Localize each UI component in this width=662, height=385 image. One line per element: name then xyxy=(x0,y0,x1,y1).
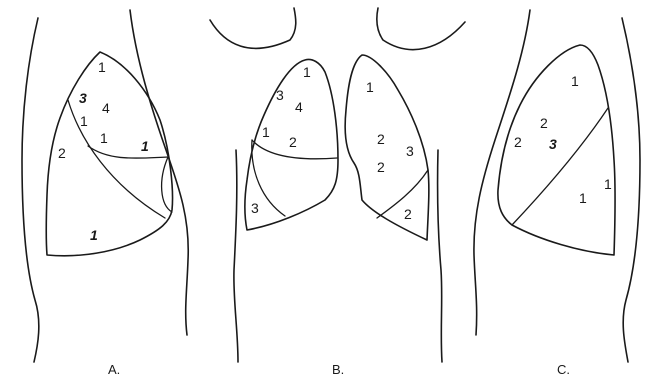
panel-a-horizontal-fissure xyxy=(88,146,168,158)
panel-c-label-1-lower: 1 xyxy=(579,190,587,206)
panel-a-label-3: 3 xyxy=(79,90,87,106)
panel-b-label-3-left-bottom: 3 xyxy=(251,200,259,216)
panel-a-label-1-bottom: 1 xyxy=(90,227,98,243)
panel-b-label-3-right: 3 xyxy=(406,143,414,159)
panel-c-label-1-top: 1 xyxy=(571,73,579,89)
panel-c-label-1-right: 1 xyxy=(604,176,612,192)
panel-c-label-2-upper: 2 xyxy=(540,115,548,131)
panel-b-label-2-left: 2 xyxy=(289,134,297,150)
panel-a-label-1-top: 1 xyxy=(98,59,106,75)
panel-b-label-1-left-mid: 1 xyxy=(262,124,270,140)
panel-b-label-1-right-top: 1 xyxy=(366,79,374,95)
panel-b: 1 3 4 1 2 3 1 2 3 2 2 B. xyxy=(210,8,465,377)
panel-b-left-shoulder xyxy=(210,8,296,48)
panel-a-caption: A. xyxy=(108,362,120,377)
panel-b-label-4: 4 xyxy=(295,99,303,115)
panel-c-caption: C. xyxy=(557,362,570,377)
panel-b-label-2-right-bottom: 2 xyxy=(404,206,412,222)
panel-c-oblique-fissure xyxy=(512,108,608,225)
panel-b-left-flank xyxy=(234,150,238,362)
panel-b-label-2-right-upper: 2 xyxy=(377,131,385,147)
panel-b-label-3-left: 3 xyxy=(276,87,284,103)
panel-a-label-1-right: 1 xyxy=(141,138,149,154)
panel-c-body-right-outline xyxy=(622,18,640,362)
panel-c: 1 2 2 3 1 1 C. xyxy=(474,10,640,377)
panel-c-label-3: 3 xyxy=(549,136,557,152)
panel-a-body-left-outline xyxy=(22,18,39,362)
panel-c-body-left-outline xyxy=(474,10,530,335)
panel-b-caption: B. xyxy=(332,362,344,377)
panel-b-right-flank xyxy=(438,150,442,362)
panel-a: 1 3 4 1 1 2 1 1 A. xyxy=(22,10,188,377)
panel-a-label-1-mid-left: 1 xyxy=(80,113,88,129)
panel-b-right-shoulder xyxy=(377,8,465,50)
panel-a-label-1-mid: 1 xyxy=(100,130,108,146)
panel-c-label-2-left: 2 xyxy=(514,134,522,150)
panel-b-label-1-left-top: 1 xyxy=(303,64,311,80)
panel-b-right-fissure xyxy=(377,170,428,218)
panel-b-label-2-right-lower: 2 xyxy=(377,159,385,175)
panel-b-right-lung-outline xyxy=(345,55,429,240)
panel-a-body-right-outline xyxy=(130,10,188,335)
panel-a-label-2: 2 xyxy=(58,145,66,161)
panel-a-label-4: 4 xyxy=(102,100,110,116)
